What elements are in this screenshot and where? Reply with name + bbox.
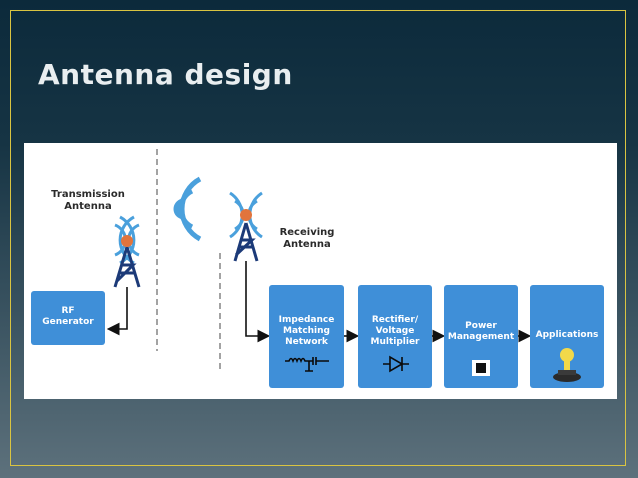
wire-tx-to-rf: [106, 287, 128, 336]
chip-icon: [472, 360, 490, 376]
transmission-antenna-label: Transmission Antenna: [51, 189, 125, 212]
transmission-antenna-icon: [113, 215, 141, 288]
impedance-matching-box: Impedance Matching Network: [269, 285, 344, 388]
diode-icon: [383, 355, 409, 373]
receiving-antenna-label: Receiving Antenna: [279, 227, 335, 250]
applications-box: Applications: [530, 285, 604, 388]
receiving-antenna-icon: [229, 191, 263, 262]
slide-frame: [10, 10, 626, 466]
diagram-canvas: [106, 149, 532, 373]
wire-rx-to-impedance: [245, 261, 271, 343]
diagram-panel: Transmission Antenna Receiving Antenna R…: [24, 143, 617, 399]
power-management-box: Power Management: [444, 285, 518, 388]
wireless-waves-icon: [173, 176, 202, 242]
rectifier-box: Rectifier/ Voltage Multiplier: [358, 285, 432, 388]
matching-network-icon: [285, 357, 329, 372]
rf-generator-box: RF Generator: [31, 291, 105, 345]
joystick-icon: [553, 348, 581, 382]
slide-title: Antenna design: [38, 58, 293, 91]
